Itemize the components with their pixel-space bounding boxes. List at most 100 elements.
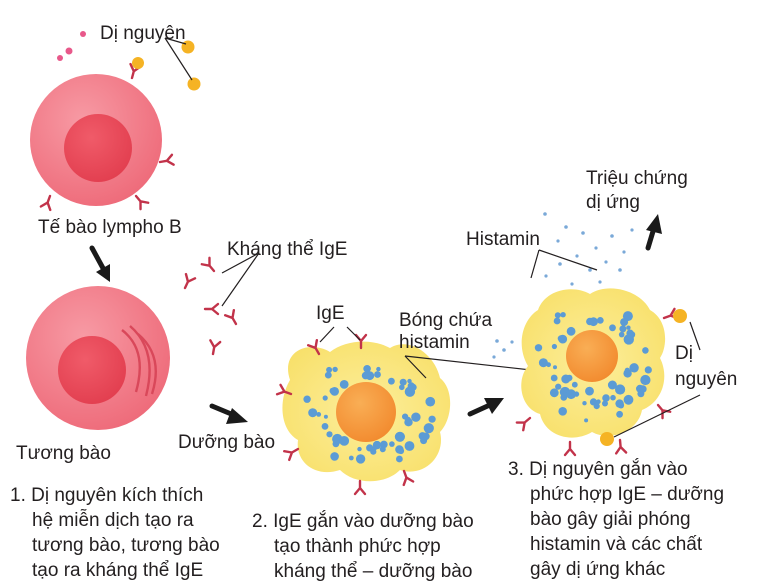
step-2-line: tạo thành phức hợp xyxy=(252,534,474,559)
granule xyxy=(608,381,617,390)
granule xyxy=(422,433,430,441)
released-histamin-step3 xyxy=(531,212,634,285)
granule xyxy=(602,401,608,407)
granule xyxy=(624,395,634,405)
granule xyxy=(552,344,557,349)
step-3-line: bào gây giải phóng xyxy=(508,507,724,532)
arrow-to-symptoms xyxy=(646,214,662,248)
granule xyxy=(550,388,559,397)
granule xyxy=(553,365,557,369)
granule xyxy=(395,432,405,442)
granule xyxy=(308,408,317,417)
arrow-plasma-to-mast xyxy=(212,406,248,424)
step-1-line: tạo ra kháng thể IgE xyxy=(10,558,220,583)
granule xyxy=(388,378,395,385)
label-histamin: Histamin xyxy=(466,228,540,252)
granule xyxy=(322,423,329,430)
granule xyxy=(340,380,349,389)
granule xyxy=(376,367,380,371)
granule xyxy=(572,382,578,388)
granule xyxy=(566,389,576,399)
granule xyxy=(339,436,349,446)
granule xyxy=(609,324,616,331)
step-1-line: hệ miễn dịch tạo ra xyxy=(10,508,220,533)
granule xyxy=(626,326,630,330)
granule xyxy=(616,411,623,418)
granule xyxy=(357,447,361,451)
granule xyxy=(407,379,411,383)
granule xyxy=(645,366,652,373)
granule xyxy=(610,395,616,401)
granule xyxy=(642,347,649,354)
granule xyxy=(640,375,650,385)
label-ige: IgE xyxy=(316,302,345,326)
granule xyxy=(332,367,337,372)
granule xyxy=(395,445,403,453)
label-symptom-line1: Triệu chứng xyxy=(586,167,688,191)
granule xyxy=(325,372,332,379)
granule xyxy=(324,415,328,419)
granule xyxy=(615,399,623,407)
granule xyxy=(535,344,542,351)
granule xyxy=(551,375,558,382)
step-1-caption: 1. Dị nguyên kích thích hệ miễn dịch tạo… xyxy=(10,483,220,583)
label-ige-antibody: Kháng thể IgE xyxy=(227,238,347,262)
arrow-mast-to-activated xyxy=(470,398,504,414)
granule xyxy=(330,452,339,461)
granule xyxy=(625,368,630,373)
step-1-line: tương bào, tương bào xyxy=(10,533,220,558)
granule xyxy=(619,325,626,332)
granule xyxy=(584,418,588,422)
granule xyxy=(639,385,647,393)
label-vesicle-line2: histamin xyxy=(399,331,470,355)
b-lymphocyte xyxy=(30,74,162,206)
mast-cell-step2 xyxy=(282,342,450,482)
granule xyxy=(326,431,332,437)
granule xyxy=(539,358,548,367)
granule xyxy=(400,379,407,386)
granule xyxy=(406,417,411,422)
label-b-lymphocyte: Tế bào lympho B xyxy=(38,216,182,240)
granule xyxy=(558,335,564,341)
released-histamin-step2 xyxy=(492,339,513,358)
granule xyxy=(426,398,433,405)
granule xyxy=(429,416,436,423)
granule xyxy=(560,312,565,317)
label-mast-cell: Dưỡng bào xyxy=(178,431,275,455)
granule xyxy=(411,413,420,422)
granule xyxy=(362,372,370,380)
granule xyxy=(558,407,567,416)
granule xyxy=(356,454,365,463)
granule xyxy=(597,317,604,324)
granule xyxy=(629,363,638,372)
step-1-line: 1. Dị nguyên kích thích xyxy=(10,483,220,508)
granule xyxy=(602,394,610,402)
granule xyxy=(407,386,414,393)
arrow-b-to-plasma xyxy=(92,248,110,282)
step-3-line: 3. Dị nguyên gắn vào xyxy=(508,457,724,482)
granule xyxy=(586,318,594,326)
granule xyxy=(380,446,386,452)
granule xyxy=(374,371,381,378)
granule xyxy=(349,456,354,461)
granule xyxy=(424,423,434,433)
label-vesicle-line1: Bóng chứa xyxy=(399,309,492,333)
granule xyxy=(555,384,561,390)
granule xyxy=(555,312,561,318)
granule xyxy=(585,387,594,396)
granule xyxy=(303,396,310,403)
granule xyxy=(330,388,336,394)
step-3-line: gây dị ứng khác xyxy=(508,557,724,582)
granule xyxy=(405,441,415,451)
granule xyxy=(567,327,576,336)
granule xyxy=(373,441,381,449)
label-antigen-top: Dị nguyên xyxy=(100,22,186,46)
free-ige-antibodies xyxy=(180,253,259,355)
granule xyxy=(566,375,572,381)
granule xyxy=(596,399,601,404)
label-antigen-right-line2: nguyên xyxy=(675,368,737,392)
plasma-cell xyxy=(26,286,170,430)
step-3-line: phức hợp IgE – dưỡng xyxy=(508,482,724,507)
step-3-caption: 3. Dị nguyên gắn vào phức hợp IgE – dưỡn… xyxy=(508,457,724,582)
